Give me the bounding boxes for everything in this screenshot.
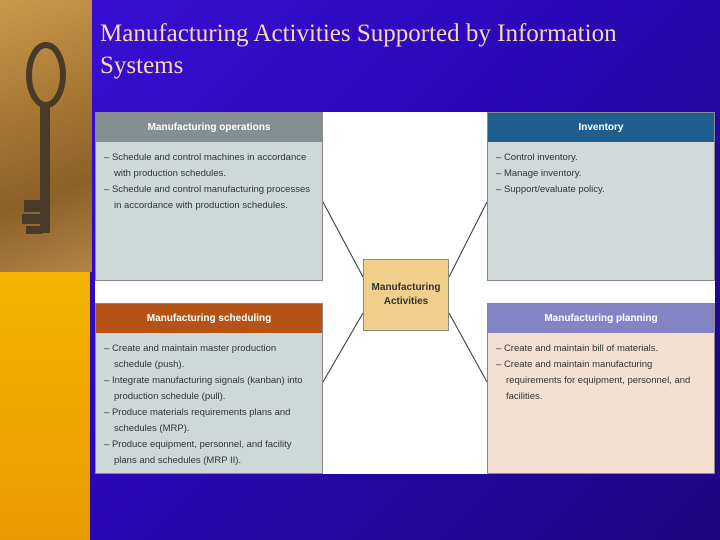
list-item: Integrate manufacturing signals (kanban)…	[104, 373, 314, 405]
list-item: Control inventory.	[496, 150, 706, 166]
list-item: Produce equipment, personnel, and facili…	[104, 437, 314, 469]
list-item: Support/evaluate policy.	[496, 182, 706, 198]
manufacturing-scheduling-header: Manufacturing scheduling	[96, 304, 322, 333]
list-item: Create and maintain manufacturing requir…	[496, 357, 706, 405]
manufacturing-scheduling-list: Create and maintain master production sc…	[96, 333, 322, 469]
key-icon	[22, 42, 66, 234]
list-item: Manage inventory.	[496, 166, 706, 182]
connector-lines	[322, 201, 488, 383]
key-photo	[0, 0, 92, 272]
manufacturing-activities-center: Manufacturing Activities	[363, 259, 449, 331]
list-item: Schedule and control manufacturing proce…	[104, 182, 314, 214]
manufacturing-planning-header: Manufacturing planning	[488, 304, 714, 333]
manufacturing-operations-list: Schedule and control machines in accorda…	[96, 142, 322, 214]
list-item: Create and maintain master production sc…	[104, 341, 314, 373]
inventory-header: Inventory	[488, 113, 714, 142]
manufacturing-planning-list: Create and maintain bill of materials. C…	[488, 333, 714, 405]
manufacturing-planning-box: Manufacturing planning Create and mainta…	[487, 303, 715, 474]
slide-title: Manufacturing Activities Supported by In…	[100, 20, 617, 79]
manufacturing-diagram: Manufacturing operations Schedule and co…	[95, 112, 715, 474]
list-item: Schedule and control machines in accorda…	[104, 150, 314, 182]
list-item: Create and maintain bill of materials.	[496, 341, 706, 357]
inventory-box: Inventory Control inventory. Manage inve…	[487, 112, 715, 281]
manufacturing-scheduling-box: Manufacturing scheduling Create and main…	[95, 303, 323, 474]
inventory-list: Control inventory. Manage inventory. Sup…	[488, 142, 714, 198]
manufacturing-operations-box: Manufacturing operations Schedule and co…	[95, 112, 323, 281]
manufacturing-operations-header: Manufacturing operations	[96, 113, 322, 142]
list-item: Produce materials requirements plans and…	[104, 405, 314, 437]
